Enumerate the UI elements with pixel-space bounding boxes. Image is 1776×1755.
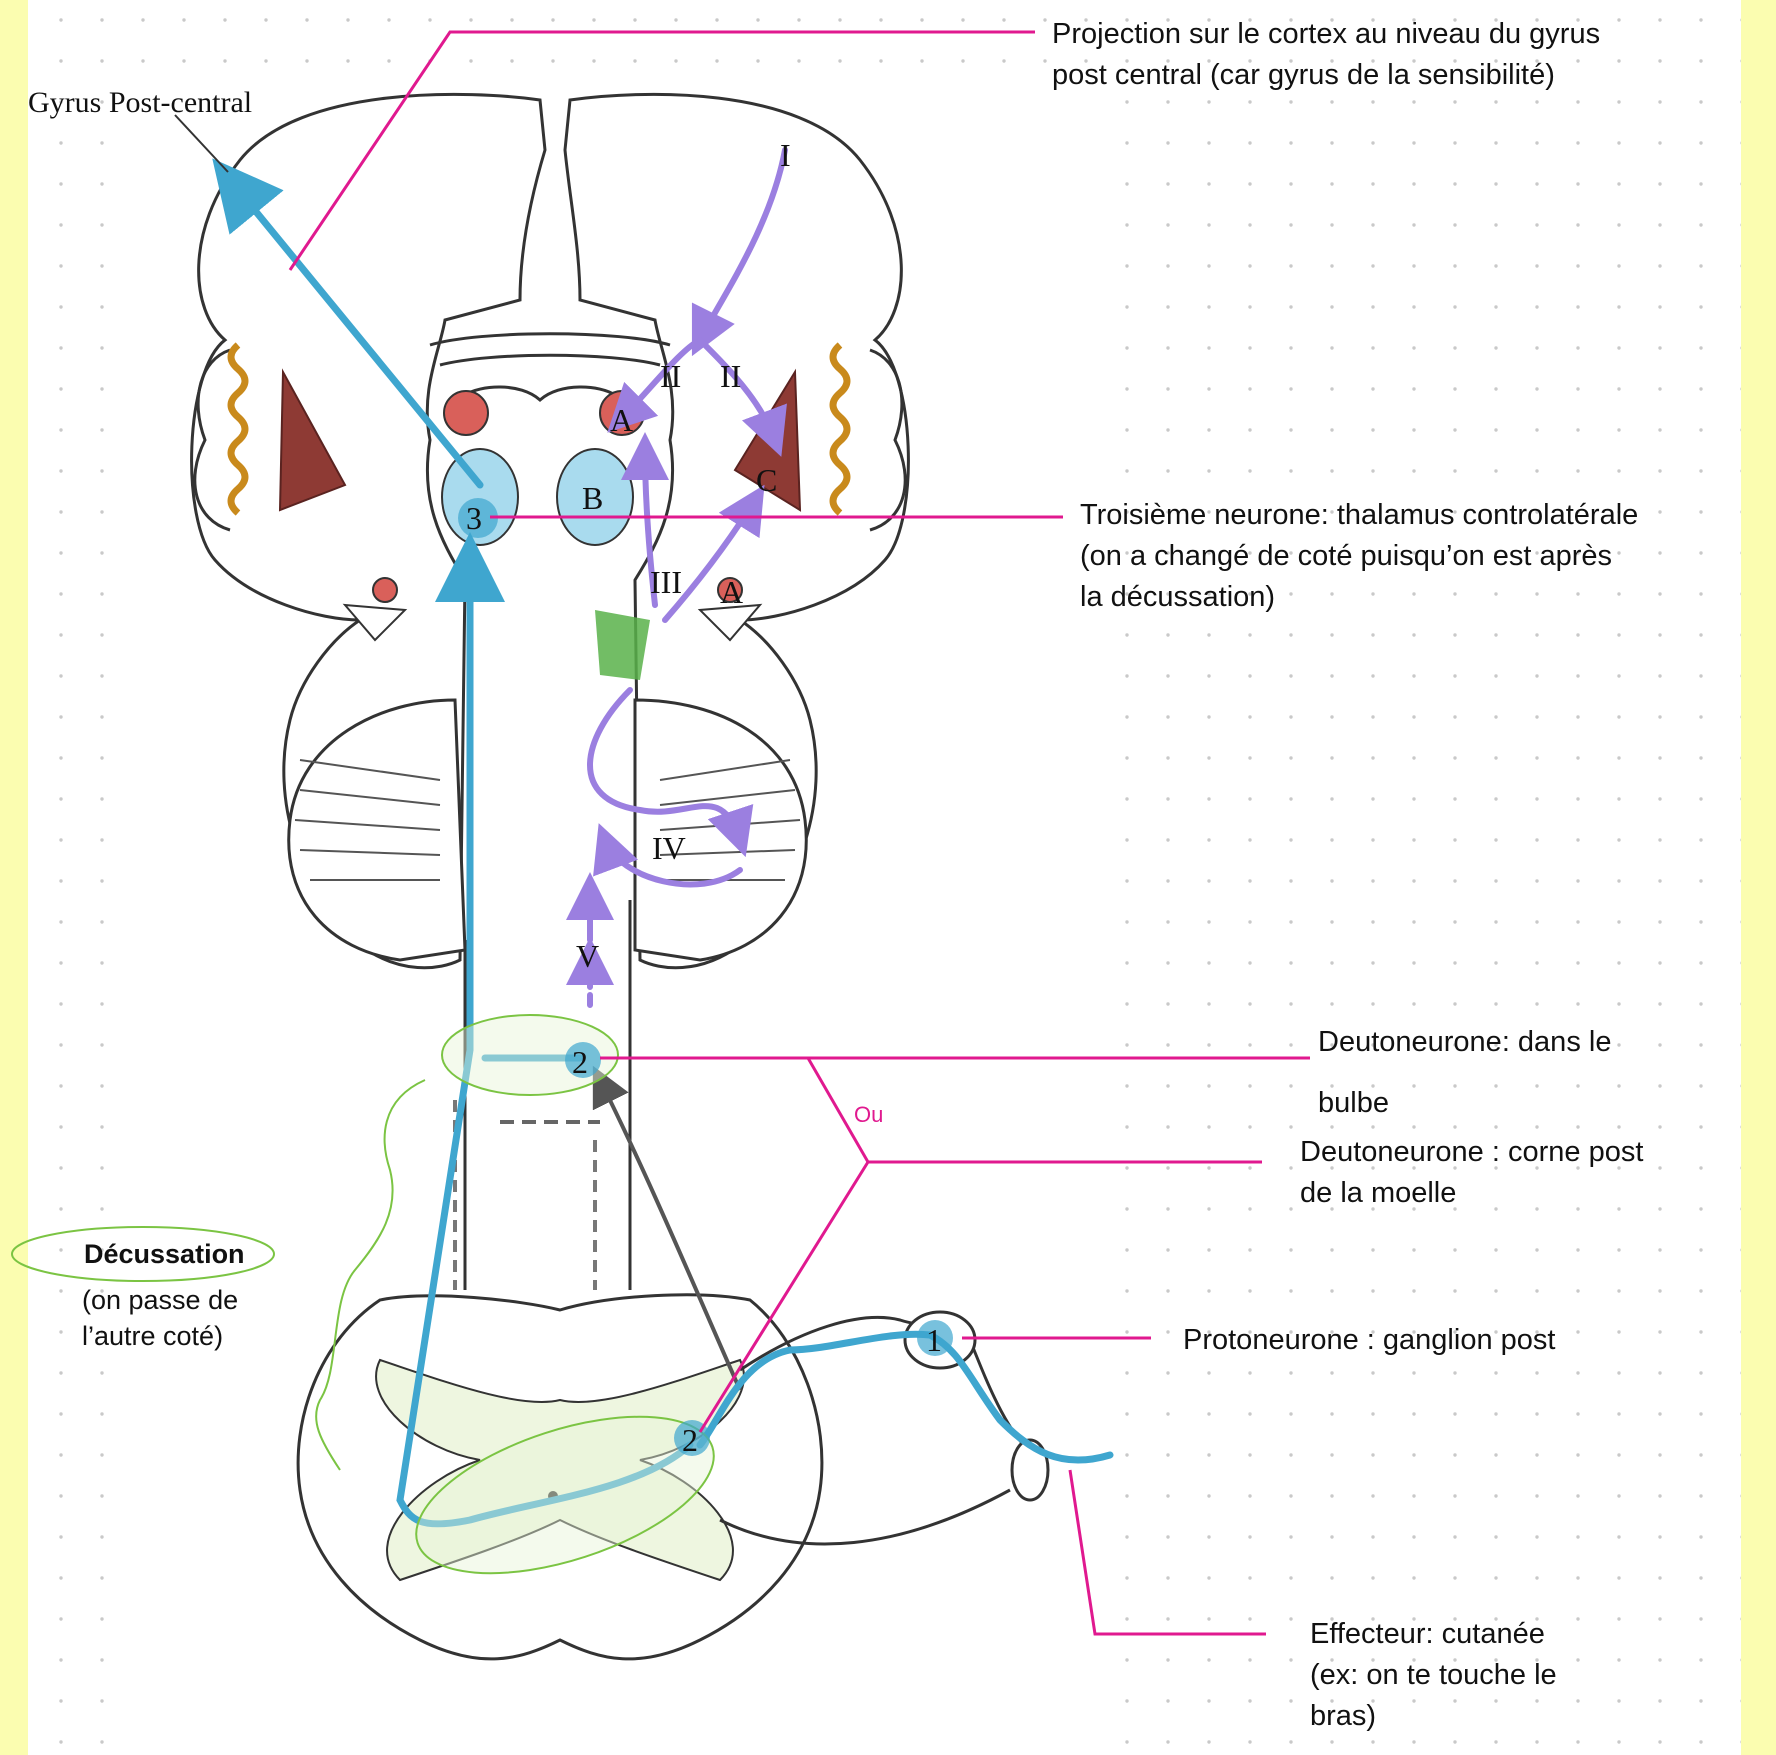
letter-C: C [756,460,777,501]
annotation-decussation-line2: l’autre coté) [82,1318,223,1354]
letter-B: B [582,478,603,519]
roman-II-right: II [720,356,741,397]
cerebellar-nucleus [595,610,650,680]
annotation-ou: Ou [854,1094,883,1135]
annotation-effecteur-line2: (ex: on te touche le [1310,1655,1557,1696]
nucleus-red-left [444,391,488,435]
annotation-troisieme-line1: Troisième neurone: thalamus controlatéra… [1080,495,1638,536]
annotation-projection-line1: Projection sur le cortex au niveau du gy… [1052,14,1600,55]
annotation-decussation-title: Décussation [84,1234,245,1275]
annotation-effecteur-line1: Effecteur: cutanée [1310,1614,1545,1655]
annotation-deuto-corne-line2: de la moelle [1300,1173,1456,1214]
annotation-troisieme-line2: (on a changé de coté puisqu’on est après [1080,536,1612,577]
roman-IV: IV [652,828,686,869]
annotation-deuto-corne-line1: Deutoneurone : corne post [1300,1132,1643,1173]
roman-V: V [576,936,599,977]
nucleus-small-left [373,578,397,602]
annotation-deuto-bulbe-line1: Deutoneurone: dans le [1318,1022,1611,1063]
annotation-projection-line2: post central (car gyrus de la sensibilit… [1052,55,1555,96]
annotation-deuto-bulbe-line2: bulbe [1318,1083,1389,1124]
roman-II-left: II [660,356,681,397]
letter-A-bottom: A [720,572,743,613]
letter-A-top: A [610,400,633,441]
annotation-proto: Protoneurone : ganglion post [1183,1320,1555,1361]
neuron-1-label: 1 [926,1320,942,1361]
neuron-2-bulb-label: 2 [572,1042,588,1083]
annotation-decussation-line1: (on passe de [82,1282,238,1318]
roman-I: I [780,135,791,176]
gyrus-label: Gyrus Post-central [28,82,252,123]
annotation-troisieme-line3: la décussation) [1080,577,1275,618]
annotation-effecteur-line3: bras) [1310,1696,1376,1737]
neuron-2-cord-label: 2 [682,1420,698,1461]
neuron-3-label: 3 [466,498,482,539]
roman-III: III [650,562,682,603]
